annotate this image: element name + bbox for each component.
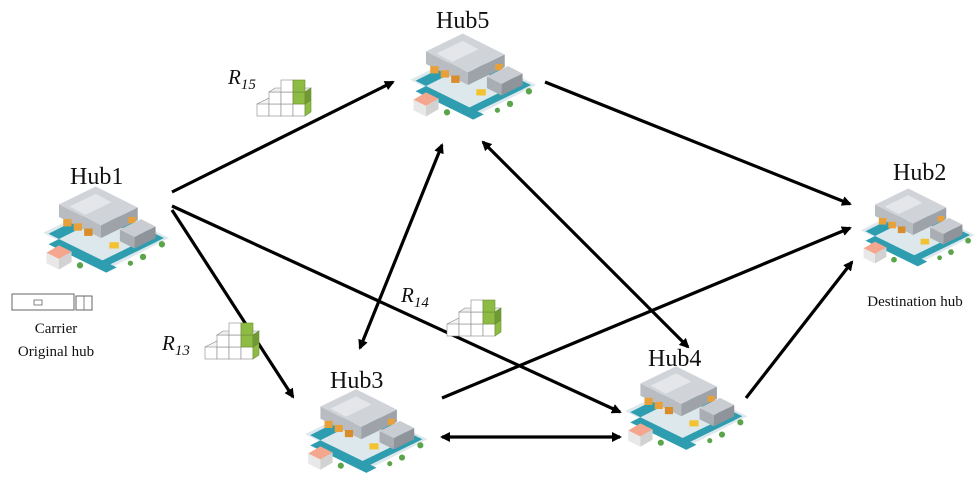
hub1-node: Hub1 xyxy=(43,164,170,273)
route-r13-label: R13 xyxy=(161,331,190,359)
warehouse-icon xyxy=(860,188,975,267)
edge-hub5-hub3 xyxy=(358,143,444,350)
warehouse-icon xyxy=(305,389,428,473)
edge-hub1-hub5 xyxy=(171,80,395,194)
cargo-boxes-icon xyxy=(446,299,502,337)
edge-hub1-hub3 xyxy=(170,209,295,399)
route-r13: R13 xyxy=(161,322,260,360)
carrier-caption: Carrier xyxy=(35,321,77,337)
warehouse-icon xyxy=(410,33,537,120)
destination-hub-caption: Destination hub xyxy=(867,294,962,310)
truck-trailer xyxy=(11,293,75,311)
warehouse-icon xyxy=(625,366,748,450)
edge-hub4-hub2 xyxy=(744,260,854,399)
hub5-label: Hub5 xyxy=(436,8,489,34)
edge-hub5-hub2 xyxy=(544,80,852,206)
hub1-label: Hub1 xyxy=(70,164,123,190)
route-r15: R15 xyxy=(227,65,312,117)
original-hub-caption: Original hub xyxy=(18,344,94,360)
hub5-node: Hub5 xyxy=(410,8,537,120)
cargo-boxes-icon xyxy=(256,79,312,117)
hub3-node: Hub3 xyxy=(305,368,428,473)
hub2-label: Hub2 xyxy=(893,160,946,186)
edge-hub5-hub4 xyxy=(481,140,690,349)
edge-hub3-hub2 xyxy=(441,226,852,400)
cargo-boxes-icon xyxy=(204,322,260,360)
hub3-label: Hub3 xyxy=(330,368,383,394)
edges xyxy=(170,80,854,442)
route-r14: R14 xyxy=(400,283,502,337)
route-r15-label: R15 xyxy=(227,65,256,93)
warehouse-icon xyxy=(43,186,170,273)
route-r14-label: R14 xyxy=(400,283,429,311)
hub2-node: Hub2 xyxy=(860,160,975,267)
edge-hub1-hub4 xyxy=(171,204,622,414)
hub4-node: Hub4 xyxy=(625,346,748,450)
carrier-truck xyxy=(11,293,93,311)
hub4-label: Hub4 xyxy=(648,346,701,372)
